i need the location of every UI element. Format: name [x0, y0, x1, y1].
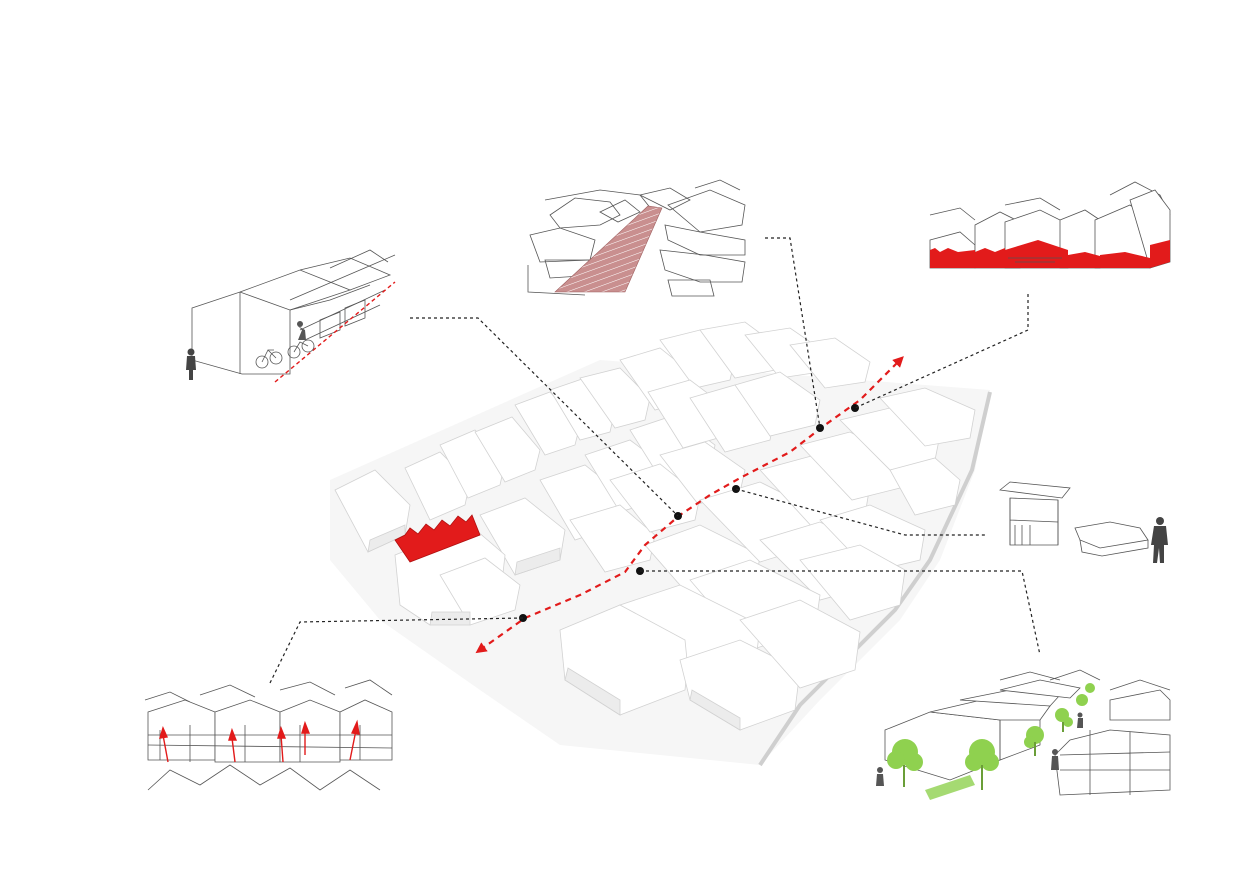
- tree-icon: [1076, 683, 1095, 706]
- kiosk-icon: [999, 481, 1071, 546]
- callout-street-trees[interactable]: [876, 669, 1171, 800]
- pedestrian-icon: [186, 348, 196, 380]
- paved-street-surface: [554, 205, 663, 293]
- callout-street-furniture[interactable]: [999, 481, 1168, 563]
- leader-facade-color: [854, 294, 1029, 409]
- rooftop-arrow-icon: [159, 719, 360, 763]
- bench-icon: [1074, 521, 1149, 557]
- leader-street-trees: [640, 570, 1041, 656]
- tree-icon: [1055, 708, 1073, 732]
- callout-cycle-lane[interactable]: [186, 249, 396, 383]
- node-facade-color[interactable]: [851, 404, 859, 412]
- callout-pedestrian-street[interactable]: [527, 179, 746, 297]
- leader-cycle-lane: [410, 317, 679, 517]
- bicycle-icon: [255, 349, 283, 369]
- tree-icon: [887, 739, 923, 787]
- leader-lines: [269, 237, 1041, 684]
- callout-facade-color[interactable]: [929, 181, 1171, 269]
- cycle-lane-edge: [274, 281, 396, 383]
- cyclist-icon: [287, 321, 315, 359]
- pedestrian-icon: [1051, 749, 1059, 770]
- red-facade-fill: [930, 240, 1170, 268]
- pedestrian-icon: [1077, 712, 1083, 728]
- callout-rooftop-extension[interactable]: [144, 679, 393, 791]
- leader-street-furniture: [735, 488, 985, 536]
- axonometric-neighbourhood-model: [330, 321, 992, 767]
- pedestrian-icon: [876, 767, 884, 786]
- leader-rooftop-extension: [269, 617, 524, 684]
- pedestrian-icon: [1151, 517, 1168, 563]
- leader-pedestrian-street: [765, 237, 821, 429]
- pedestrian-route-arrow: [475, 356, 904, 654]
- tree-icon: [1024, 726, 1044, 756]
- tree-icon: [965, 739, 999, 790]
- green-strip: [925, 775, 975, 800]
